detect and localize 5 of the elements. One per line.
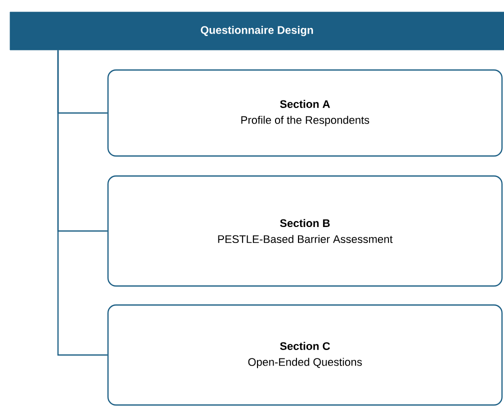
section-box: Section C Open-Ended Questions (107, 304, 503, 406)
section-box: Section A Profile of the Respondents (107, 69, 503, 157)
section-box: Section B PESTLE-Based Barrier Assessment (107, 175, 503, 287)
header-bar: Questionnaire Design (10, 12, 504, 50)
connector-line (57, 50, 108, 356)
